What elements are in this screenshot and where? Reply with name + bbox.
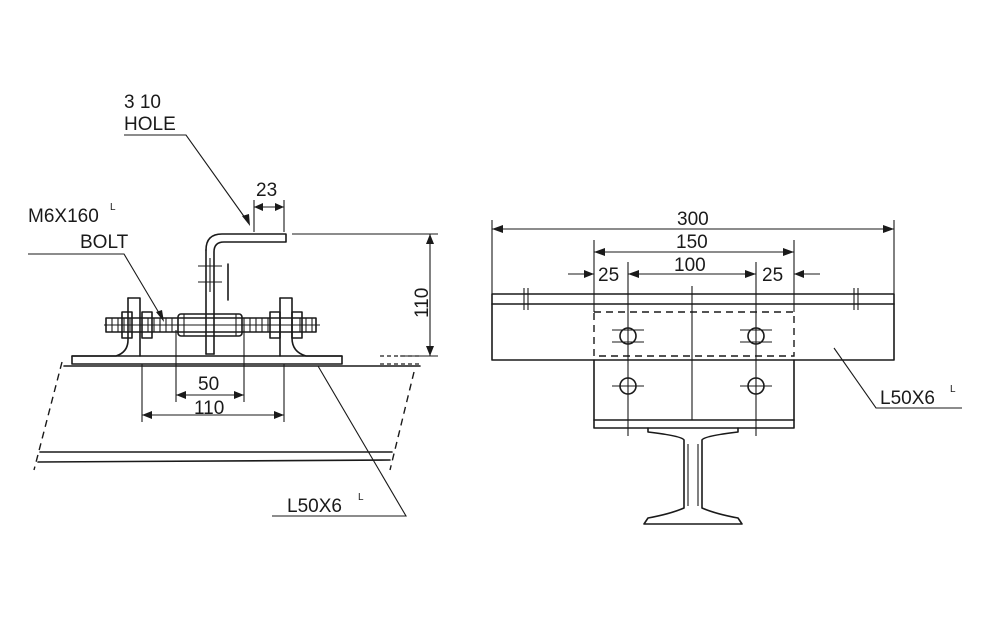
base-plate (71, 355, 420, 365)
right-angle (279, 297, 343, 357)
dim-50-text: 50 (198, 374, 219, 395)
dim-25-right-text: 25 (762, 265, 783, 286)
hole-label-line2: HOLE (124, 114, 176, 135)
angle-label-right-sup: L (950, 384, 956, 395)
angle-label-left: L50X6 (287, 496, 342, 517)
bolt-callout: M6X160 L BOLT (28, 202, 164, 322)
hole-label-line1: 3 10 (124, 92, 161, 113)
construction-lines (141, 330, 285, 422)
dimension-110-vertical: 110 (292, 233, 438, 357)
right-view: 300 150 100 25 25 (491, 209, 962, 525)
dimension-25-right: 25 (762, 265, 820, 286)
dim-23-text: 23 (256, 180, 277, 201)
bracket-plate (593, 311, 795, 429)
dim-150-text: 150 (676, 232, 708, 253)
angle-label-left-sup: L (358, 492, 364, 503)
beam-outline (33, 361, 421, 471)
hole-callout: 3 10 HOLE (124, 92, 250, 226)
dim-100-text: 100 (674, 255, 706, 276)
bolt-label-line2: BOLT (80, 232, 129, 253)
left-angle (71, 297, 141, 357)
dim-110-vertical-text: 110 (412, 288, 433, 318)
i-beam-post (643, 427, 743, 525)
dim-300-text: 300 (677, 209, 709, 230)
top-angle (491, 288, 895, 361)
dimension-50: 50 (176, 374, 244, 399)
angle-label-right: L50X6 (880, 388, 935, 409)
bolt-label-line1: M6X160 (28, 206, 99, 227)
dimension-300: 300 (492, 209, 894, 233)
dimension-23: 23 (253, 180, 285, 232)
dim-110-horizontal-text: 110 (194, 398, 224, 419)
left-view: 50 110 110 23 3 10 (28, 92, 438, 517)
dimension-110-horizontal: 110 (142, 398, 284, 419)
dim-25-left-text: 25 (598, 265, 619, 286)
dimension-100: 100 (628, 255, 756, 278)
angle-callout-right: L50X6 L (833, 347, 962, 409)
dimension-25-left: 25 (568, 265, 619, 286)
bolt-label-sup: L (110, 202, 116, 213)
dimension-150: 150 (594, 232, 794, 256)
bolt-rod (104, 311, 320, 339)
angle-callout-left: L50X6 L (272, 365, 407, 517)
